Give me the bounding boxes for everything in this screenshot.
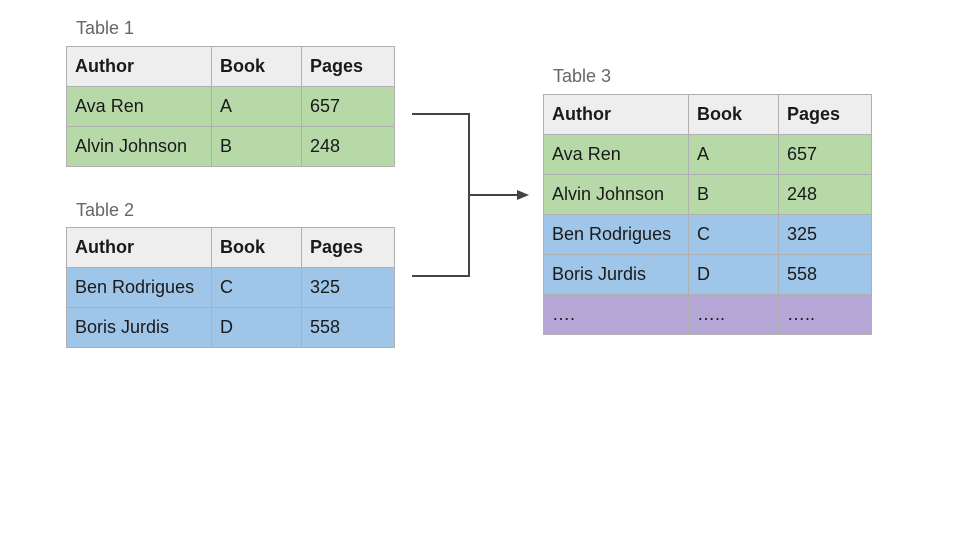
table3-header-book: Book: [688, 94, 779, 135]
table-row-ellipsis: …. ….. …..: [543, 294, 872, 335]
author-cell: Boris Jurdis: [66, 307, 212, 348]
connector-line-from-table1: [412, 113, 470, 195]
book-cell: A: [688, 134, 779, 175]
table-row: Ava Ren A 657: [543, 134, 872, 175]
table3-header-pages: Pages: [778, 94, 872, 135]
table-row: Ben Rodrigues C 325: [66, 267, 395, 308]
table1-header-row: Author Book Pages: [66, 46, 395, 87]
book-cell: C: [211, 267, 302, 308]
pages-cell: 657: [778, 134, 872, 175]
pages-cell: 325: [778, 214, 872, 255]
table-row: Alvin Johnson B 248: [543, 174, 872, 215]
table2-header-row: Author Book Pages: [66, 227, 395, 268]
table-row: Boris Jurdis D 558: [543, 254, 872, 295]
table1-title: Table 1: [76, 18, 135, 38]
book-cell: B: [688, 174, 779, 215]
book-cell: D: [211, 307, 302, 348]
author-cell: ….: [543, 294, 689, 335]
author-cell: Ben Rodrigues: [66, 267, 212, 308]
table3-title: Table 3: [553, 66, 612, 86]
table-row: Ben Rodrigues C 325: [543, 214, 872, 255]
author-cell: Ava Ren: [66, 86, 212, 127]
table3-header-author: Author: [543, 94, 689, 135]
book-cell: A: [211, 86, 302, 127]
pages-cell: 248: [778, 174, 872, 215]
table1-header-book: Book: [211, 46, 302, 87]
pages-cell: 558: [778, 254, 872, 295]
pages-cell: 325: [301, 267, 395, 308]
pages-cell: 248: [301, 126, 395, 167]
table-row: Alvin Johnson B 248: [66, 126, 395, 167]
table2-header-pages: Pages: [301, 227, 395, 268]
table1: Author Book Pages Ava Ren A 657 Alvin Jo…: [66, 46, 395, 167]
book-cell: D: [688, 254, 779, 295]
author-cell: Boris Jurdis: [543, 254, 689, 295]
table3: Author Book Pages Ava Ren A 657 Alvin Jo…: [543, 94, 872, 335]
table2-header-book: Book: [211, 227, 302, 268]
table1-header-pages: Pages: [301, 46, 395, 87]
book-cell: …..: [688, 294, 779, 335]
pages-cell: 558: [301, 307, 395, 348]
author-cell: Ava Ren: [543, 134, 689, 175]
table-row: Ava Ren A 657: [66, 86, 395, 127]
book-cell: B: [211, 126, 302, 167]
table2-header-author: Author: [66, 227, 212, 268]
arrow-head-icon: [517, 190, 529, 200]
table-row: Boris Jurdis D 558: [66, 307, 395, 348]
author-cell: Alvin Johnson: [543, 174, 689, 215]
author-cell: Ben Rodrigues: [543, 214, 689, 255]
connector-line-from-table2: [412, 195, 470, 277]
book-cell: C: [688, 214, 779, 255]
table2: Author Book Pages Ben Rodrigues C 325 Bo…: [66, 227, 395, 348]
table3-header-row: Author Book Pages: [543, 94, 872, 135]
table2-title: Table 2: [76, 200, 135, 220]
author-cell: Alvin Johnson: [66, 126, 212, 167]
pages-cell: …..: [778, 294, 872, 335]
